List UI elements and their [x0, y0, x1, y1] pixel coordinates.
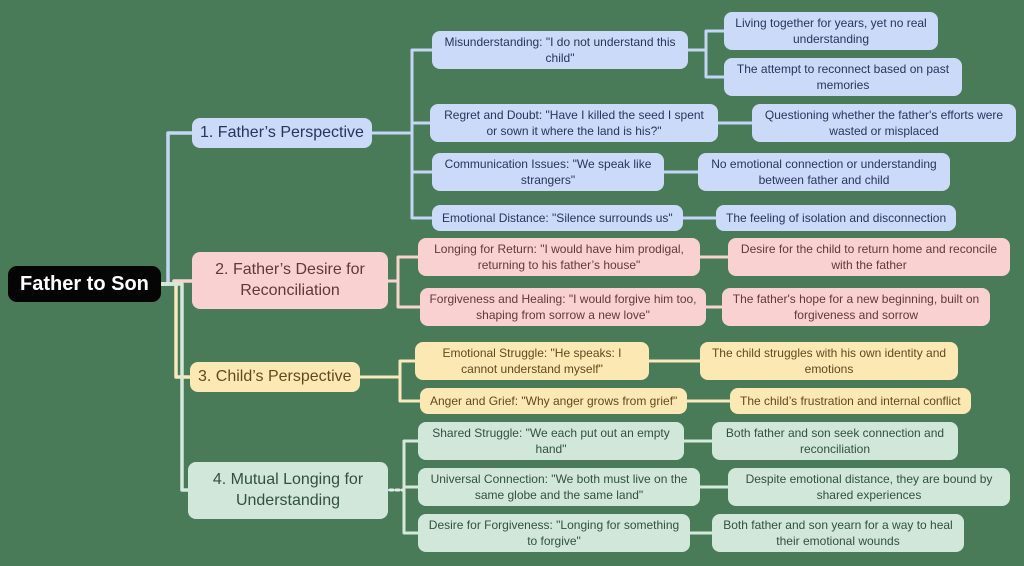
branch-1-child-4-node[interactable]: Emotional Distance: "Silence surrounds u… — [432, 205, 683, 231]
branch-1-child-2-node[interactable]: Regret and Doubt: "Have I killed the see… — [430, 104, 718, 142]
branch-1-leaf-4-node[interactable]: No emotional connection or understanding… — [698, 153, 950, 191]
branch-4-child-2-node[interactable]: Universal Connection: "We both must live… — [418, 468, 700, 506]
connector-branch3-children — [358, 359, 762, 403]
branch-4-node[interactable]: 4. Mutual Longing for Understanding — [188, 462, 388, 519]
branch-4-child-3-node[interactable]: Desire for Forgiveness: "Longing for som… — [418, 514, 690, 552]
branch-3-child-2-node[interactable]: Anger and Grief: "Why anger grows from g… — [420, 388, 688, 414]
branch-2-child-1-node[interactable]: Longing for Return: "I would have him pr… — [418, 238, 700, 276]
branch-2-node[interactable]: 2. Father’s Desire for Reconciliation — [192, 252, 388, 309]
branch-2-leaf-2-node[interactable]: The father's hope for a new beginning, b… — [722, 288, 990, 326]
branch-1-leaf-1-node[interactable]: Living together for years, yet no real u… — [724, 12, 938, 50]
branch-1-child-1-node[interactable]: Misunderstanding: "I do not understand t… — [432, 31, 688, 69]
branch-2-child-2-node[interactable]: Forgiveness and Healing: "I would forgiv… — [420, 288, 706, 326]
branch-3-child-1-node[interactable]: Emotional Struggle: "He speaks: I cannot… — [415, 342, 649, 380]
branch-1-node[interactable]: 1. Father’s Perspective — [192, 118, 372, 148]
branch-2-leaf-1-node[interactable]: Desire for the child to return home and … — [728, 238, 1010, 276]
branch-4-leaf-1-node[interactable]: Both father and son seek connection and … — [712, 422, 958, 460]
branch-4-leaf-3-node[interactable]: Both father and son yearn for a way to h… — [712, 514, 964, 552]
branch-3-leaf-2-node[interactable]: The child’s frustration and internal con… — [730, 388, 971, 414]
branch-1-leaf-5-node[interactable]: The feeling of isolation and disconnecti… — [716, 205, 957, 231]
branch-1-leaf-3-node[interactable]: Questioning whether the father's efforts… — [752, 104, 1016, 142]
branch-1-leaf-2-node[interactable]: The attempt to reconnect based on past m… — [724, 58, 962, 96]
branch-3-node[interactable]: 3. Child’s Perspective — [190, 362, 360, 392]
branch-4-child-1-node[interactable]: Shared Struggle: "We each put out an emp… — [418, 422, 684, 460]
branch-1-child-3-node[interactable]: Communication Issues: "We speak like str… — [432, 153, 664, 191]
branch-3-leaf-1-node[interactable]: The child struggles with his own identit… — [700, 342, 958, 380]
branch-4-leaf-2-node[interactable]: Despite emotional distance, they are bou… — [728, 468, 1010, 506]
root-node[interactable]: Father to Son — [8, 266, 161, 302]
